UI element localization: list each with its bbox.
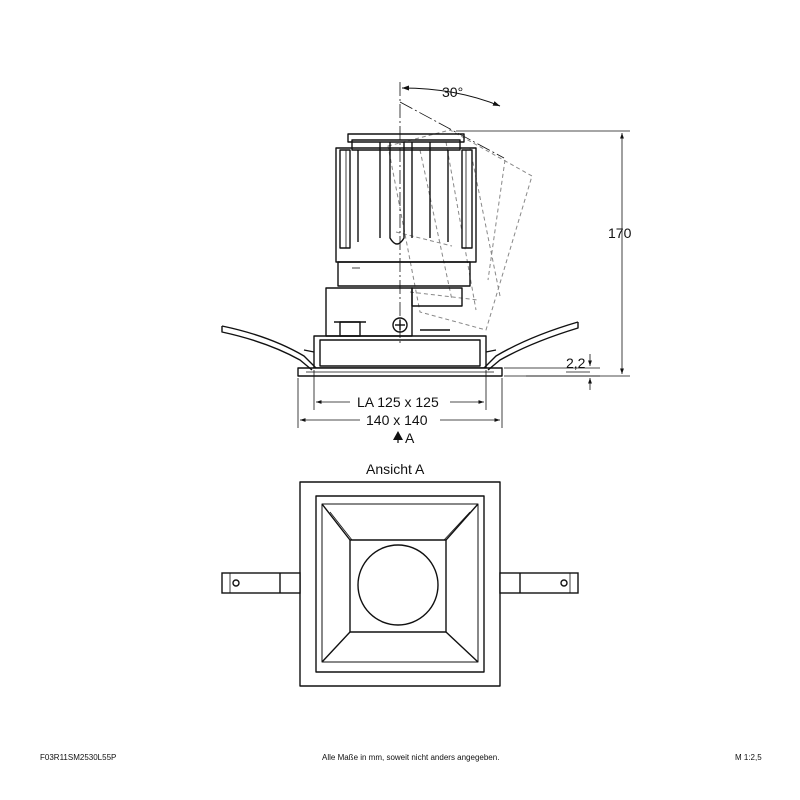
side-view — [221, 82, 579, 377]
view-arrow-icon — [393, 431, 403, 443]
front-view — [299, 481, 501, 687]
cutout-label: LA 125 x 125 — [357, 394, 439, 410]
outer-dimension — [297, 378, 503, 428]
product-code: F03R11SM2530L55P — [40, 753, 117, 762]
outer-label: 140 x 140 — [366, 412, 428, 428]
heatsink-module — [335, 133, 477, 287]
angle-arc — [401, 85, 501, 107]
flange-label: 2,2 — [566, 355, 586, 371]
height-dimension — [456, 130, 630, 377]
spring-clip-left — [221, 325, 317, 371]
view-marker-label: A — [405, 430, 415, 446]
flange-dimension — [504, 354, 600, 390]
view-title: Ansicht A — [366, 461, 425, 477]
dimension-note: Alle Maße in mm, soweit nicht anders ang… — [322, 753, 500, 762]
spring-clip-right — [483, 321, 579, 371]
bracket-left — [221, 572, 301, 594]
scale-label: M 1:2,5 — [735, 753, 762, 762]
angle-ref-line — [399, 101, 505, 159]
cutout-dimension — [313, 370, 487, 410]
angle-label: 30° — [442, 84, 463, 100]
bracket-right — [499, 572, 579, 594]
height-label: 170 — [608, 225, 632, 241]
tilted-module-outline — [387, 129, 533, 331]
